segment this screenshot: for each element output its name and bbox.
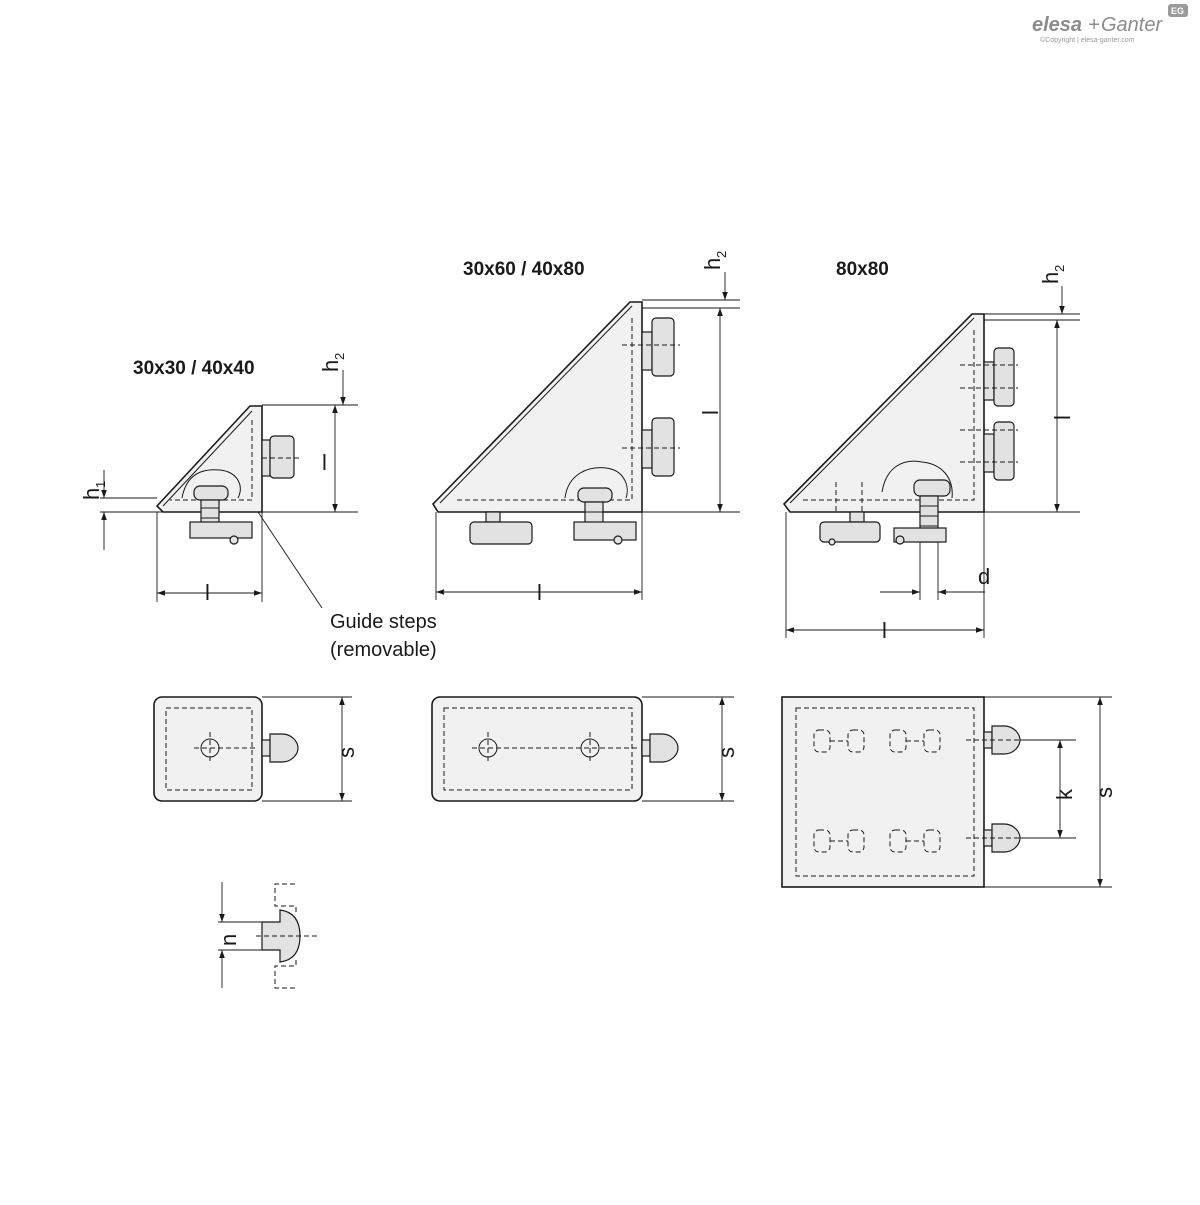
large-bracket-dimensions: l h 2 d l (785, 265, 1080, 643)
dim-h2-medium-sub: 2 (714, 251, 729, 258)
dim-h2-medium: h (700, 258, 725, 270)
medium-bracket-top-view (431, 696, 679, 802)
title-small: 30x30 / 40x40 (133, 358, 255, 379)
elesa-ganter-logo: elesa + Ganter EG ©Copyright | elesa-gan… (1032, 4, 1188, 44)
guide-steps-label: Guide steps (330, 611, 437, 633)
logo-copyright: ©Copyright | elesa-ganter.com (1040, 36, 1135, 44)
dim-l-medium-horiz: l (537, 580, 542, 605)
dim-l-small-horiz: l (205, 580, 210, 605)
medium-top-dimensions: s (642, 696, 739, 802)
dim-l-large-vert: l (1050, 415, 1075, 420)
large-bracket-side-view (782, 313, 1018, 546)
large-top-dimensions: k s (984, 696, 1117, 888)
guide-steps-sublabel: (removable) (330, 639, 437, 661)
large-bracket-top-view (781, 696, 1030, 888)
dim-l-large-horiz: l (882, 618, 887, 643)
logo-badge-icon (1168, 4, 1188, 17)
dim-l-medium-vert: l (698, 410, 723, 415)
dim-h1-sub: 1 (93, 481, 108, 488)
guide-steps-leader (257, 511, 323, 609)
small-top-dimensions: s (262, 696, 359, 802)
small-bracket-side-view (155, 405, 300, 545)
dim-h1: h (79, 488, 104, 500)
dim-s-large: s (1092, 787, 1117, 798)
dim-k: k (1052, 788, 1077, 800)
small-bracket-top-view (153, 696, 299, 802)
dim-l-small-vert: l (322, 450, 327, 475)
logo-name-main: elesa (1032, 14, 1082, 36)
logo-name-second: Ganter (1101, 14, 1163, 36)
guide-step-detail: n (216, 882, 318, 989)
dim-h2-large: h (1038, 272, 1063, 284)
logo-name-sep: + (1088, 14, 1100, 36)
dim-s-medium: s (714, 747, 739, 758)
dim-h2-small: h (318, 360, 343, 372)
title-large: 80x80 (836, 259, 889, 280)
dim-h2-small-sub: 2 (332, 353, 347, 360)
dim-n: n (216, 934, 241, 946)
small-bracket-dimensions: l h 2 h 1 l (79, 353, 358, 605)
medium-bracket-dimensions: l h 2 l (435, 251, 740, 605)
dim-h2-large-sub: 2 (1052, 265, 1067, 272)
logo-badge: EG (1171, 6, 1184, 16)
medium-bracket-side-view (431, 301, 680, 545)
title-medium: 30x60 / 40x80 (463, 259, 585, 280)
dim-s-small: s (334, 747, 359, 758)
